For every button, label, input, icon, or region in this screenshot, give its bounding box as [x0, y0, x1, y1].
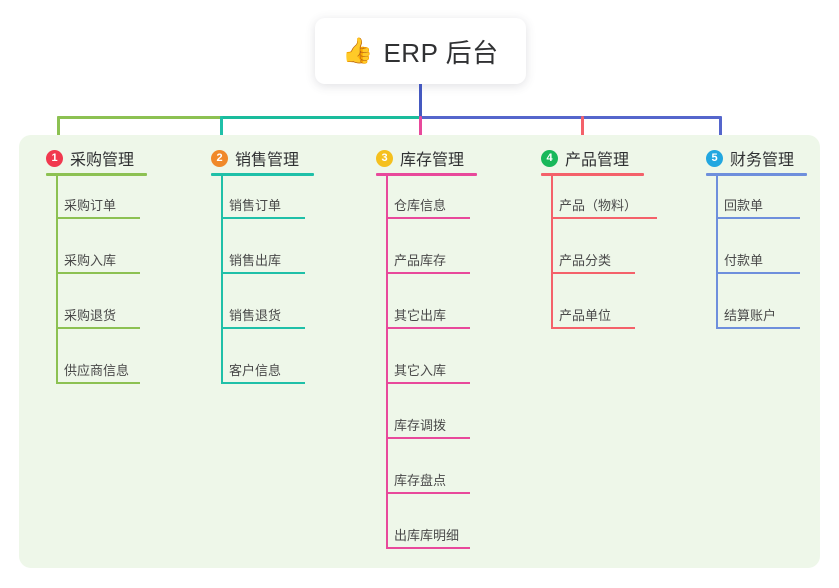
branch-item-underline: [221, 327, 305, 329]
branch-index-badge: 5: [706, 149, 723, 167]
branch-spine: [386, 175, 388, 549]
branch-header-3[interactable]: 3 库存管理: [376, 146, 464, 170]
root-stem-line: [419, 84, 422, 119]
branch-index-badge: 3: [376, 149, 393, 167]
branch-spine: [221, 175, 223, 384]
branch-item-label[interactable]: 采购订单: [64, 198, 117, 213]
branch-index-badge: 2: [211, 149, 228, 167]
branch-item-label[interactable]: 客户信息: [229, 363, 282, 378]
trunk-segment-left: [57, 116, 222, 119]
branch-item-label[interactable]: 采购退货: [64, 308, 117, 323]
branch-item-label[interactable]: 付款单: [724, 253, 764, 268]
trunk-elbow-left: [57, 116, 60, 142]
branch-spine: [551, 175, 553, 329]
branch-item-label[interactable]: 其它入库: [394, 363, 447, 378]
branch-item-underline: [386, 492, 470, 494]
branch-item-underline: [56, 272, 140, 274]
branch-panel: [19, 135, 820, 568]
branch-header-2[interactable]: 2 销售管理: [211, 146, 299, 170]
branch-item-underline: [56, 217, 140, 219]
branch-item-underline: [221, 272, 305, 274]
branch-item-underline: [386, 327, 470, 329]
branch-item-label[interactable]: 销售退货: [229, 308, 282, 323]
branch-item-underline: [221, 382, 305, 384]
branch-item-underline: [551, 327, 635, 329]
branch-index-badge: 4: [541, 149, 558, 167]
branch-item-underline: [716, 217, 800, 219]
branch-item-label[interactable]: 产品（物料）: [559, 198, 638, 213]
branch-item-underline: [551, 217, 657, 219]
branch-title: 产品管理: [565, 152, 630, 169]
branch-item-label[interactable]: 供应商信息: [64, 363, 130, 378]
branch-spine: [716, 175, 718, 329]
branch-item-label[interactable]: 回款单: [724, 198, 764, 213]
branch-index-badge: 1: [46, 149, 63, 167]
branch-item-label[interactable]: 其它出库: [394, 308, 447, 323]
branch-item-underline: [386, 217, 470, 219]
branch-item-label[interactable]: 仓库信息: [394, 198, 447, 213]
branch-item-underline: [386, 547, 470, 549]
branch-spine: [56, 175, 58, 384]
branch-item-underline: [56, 382, 140, 384]
branch-header-5[interactable]: 5 财务管理: [706, 146, 794, 170]
branch-item-underline: [221, 217, 305, 219]
branch-underline: [46, 173, 147, 176]
branch-item-label[interactable]: 销售订单: [229, 198, 282, 213]
branch-item-underline: [386, 272, 470, 274]
branch-item-label[interactable]: 产品单位: [559, 308, 612, 323]
branch-item-underline: [386, 382, 470, 384]
trunk-elbow-right: [719, 116, 722, 142]
branch-item-underline: [386, 437, 470, 439]
branch-header-4[interactable]: 4 产品管理: [541, 146, 629, 170]
branch-item-label[interactable]: 销售出库: [229, 253, 282, 268]
branch-item-label[interactable]: 产品库存: [394, 253, 447, 268]
branch-header-1[interactable]: 1 采购管理: [46, 146, 134, 170]
trunk-segment-right: [419, 116, 722, 119]
branch-title: 库存管理: [400, 152, 465, 169]
branch-underline: [541, 173, 644, 176]
branch-underline: [376, 173, 477, 176]
branch-title: 销售管理: [235, 152, 300, 169]
trunk-segment-mid: [220, 116, 420, 119]
thumbs-up-icon: 👍: [342, 36, 374, 65]
root-node-title: ERP 后台: [383, 37, 499, 68]
branch-title: 财务管理: [730, 152, 795, 169]
branch-title: 采购管理: [70, 152, 135, 169]
branch-item-label[interactable]: 产品分类: [559, 253, 612, 268]
branch-underline: [211, 173, 314, 176]
branch-item-label[interactable]: 采购入库: [64, 253, 117, 268]
branch-item-underline: [716, 327, 800, 329]
branch-item-label[interactable]: 出库库明细: [394, 528, 460, 543]
branch-underline: [706, 173, 807, 176]
branch-item-underline: [56, 327, 140, 329]
branch-item-underline: [551, 272, 635, 274]
root-node[interactable]: 👍 ERP 后台: [315, 18, 526, 84]
branch-item-label[interactable]: 库存调拨: [394, 418, 447, 433]
branch-item-label[interactable]: 结算账户: [724, 308, 777, 323]
branch-item-label[interactable]: 库存盘点: [394, 473, 447, 488]
branch-item-underline: [716, 272, 800, 274]
